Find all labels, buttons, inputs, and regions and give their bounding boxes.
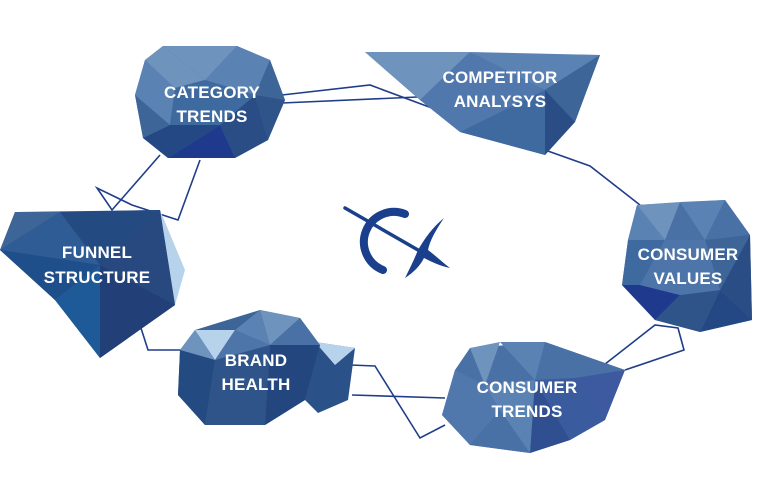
node-consumer-values[interactable]: CONSUMER VALUES bbox=[622, 200, 752, 332]
connector-brand-consumer-trends bbox=[349, 364, 446, 440]
node-funnel-structure[interactable]: FUNNEL STRUCTURE bbox=[0, 210, 185, 358]
connector-brand-consumer-trends-2 bbox=[351, 394, 446, 399]
logo-mark-icon bbox=[343, 206, 450, 278]
brand-health-label-line1: BRAND bbox=[225, 351, 287, 370]
brand-health-label-line2: HEALTH bbox=[222, 375, 291, 394]
funnel-structure-label-line2: STRUCTURE bbox=[44, 268, 151, 287]
connector-consumer-trends-values bbox=[599, 324, 685, 371]
consumer-values-label-line1: CONSUMER bbox=[638, 245, 739, 264]
consumer-trends-label-line2: TRENDS bbox=[491, 402, 562, 421]
connector-category-funnel bbox=[94, 154, 201, 221]
consumer-values-label-line2: VALUES bbox=[654, 269, 723, 288]
funnel-structure-label-line1: FUNNEL bbox=[62, 243, 132, 262]
connector-funnel-brand bbox=[139, 324, 185, 351]
connector-category-competitor-2 bbox=[281, 95, 441, 104]
node-brand-health[interactable]: BRAND HEALTH bbox=[178, 310, 355, 425]
node-competitor-analysis[interactable]: COMPETITOR ANALYSYS bbox=[365, 52, 600, 155]
competitor-analysis-label-line1: COMPETITOR bbox=[442, 68, 557, 87]
category-trends-label-line1: CATEGORY bbox=[164, 83, 261, 102]
competitor-analysis-label-line2: ANALYSYS bbox=[454, 92, 547, 111]
category-trends-label-line2: TRENDS bbox=[176, 107, 247, 126]
consumer-trends-label-line1: CONSUMER bbox=[477, 378, 578, 397]
node-consumer-trends[interactable]: CONSUMER TRENDS bbox=[442, 342, 625, 453]
node-category-trends[interactable]: CATEGORY TRENDS bbox=[135, 46, 285, 158]
